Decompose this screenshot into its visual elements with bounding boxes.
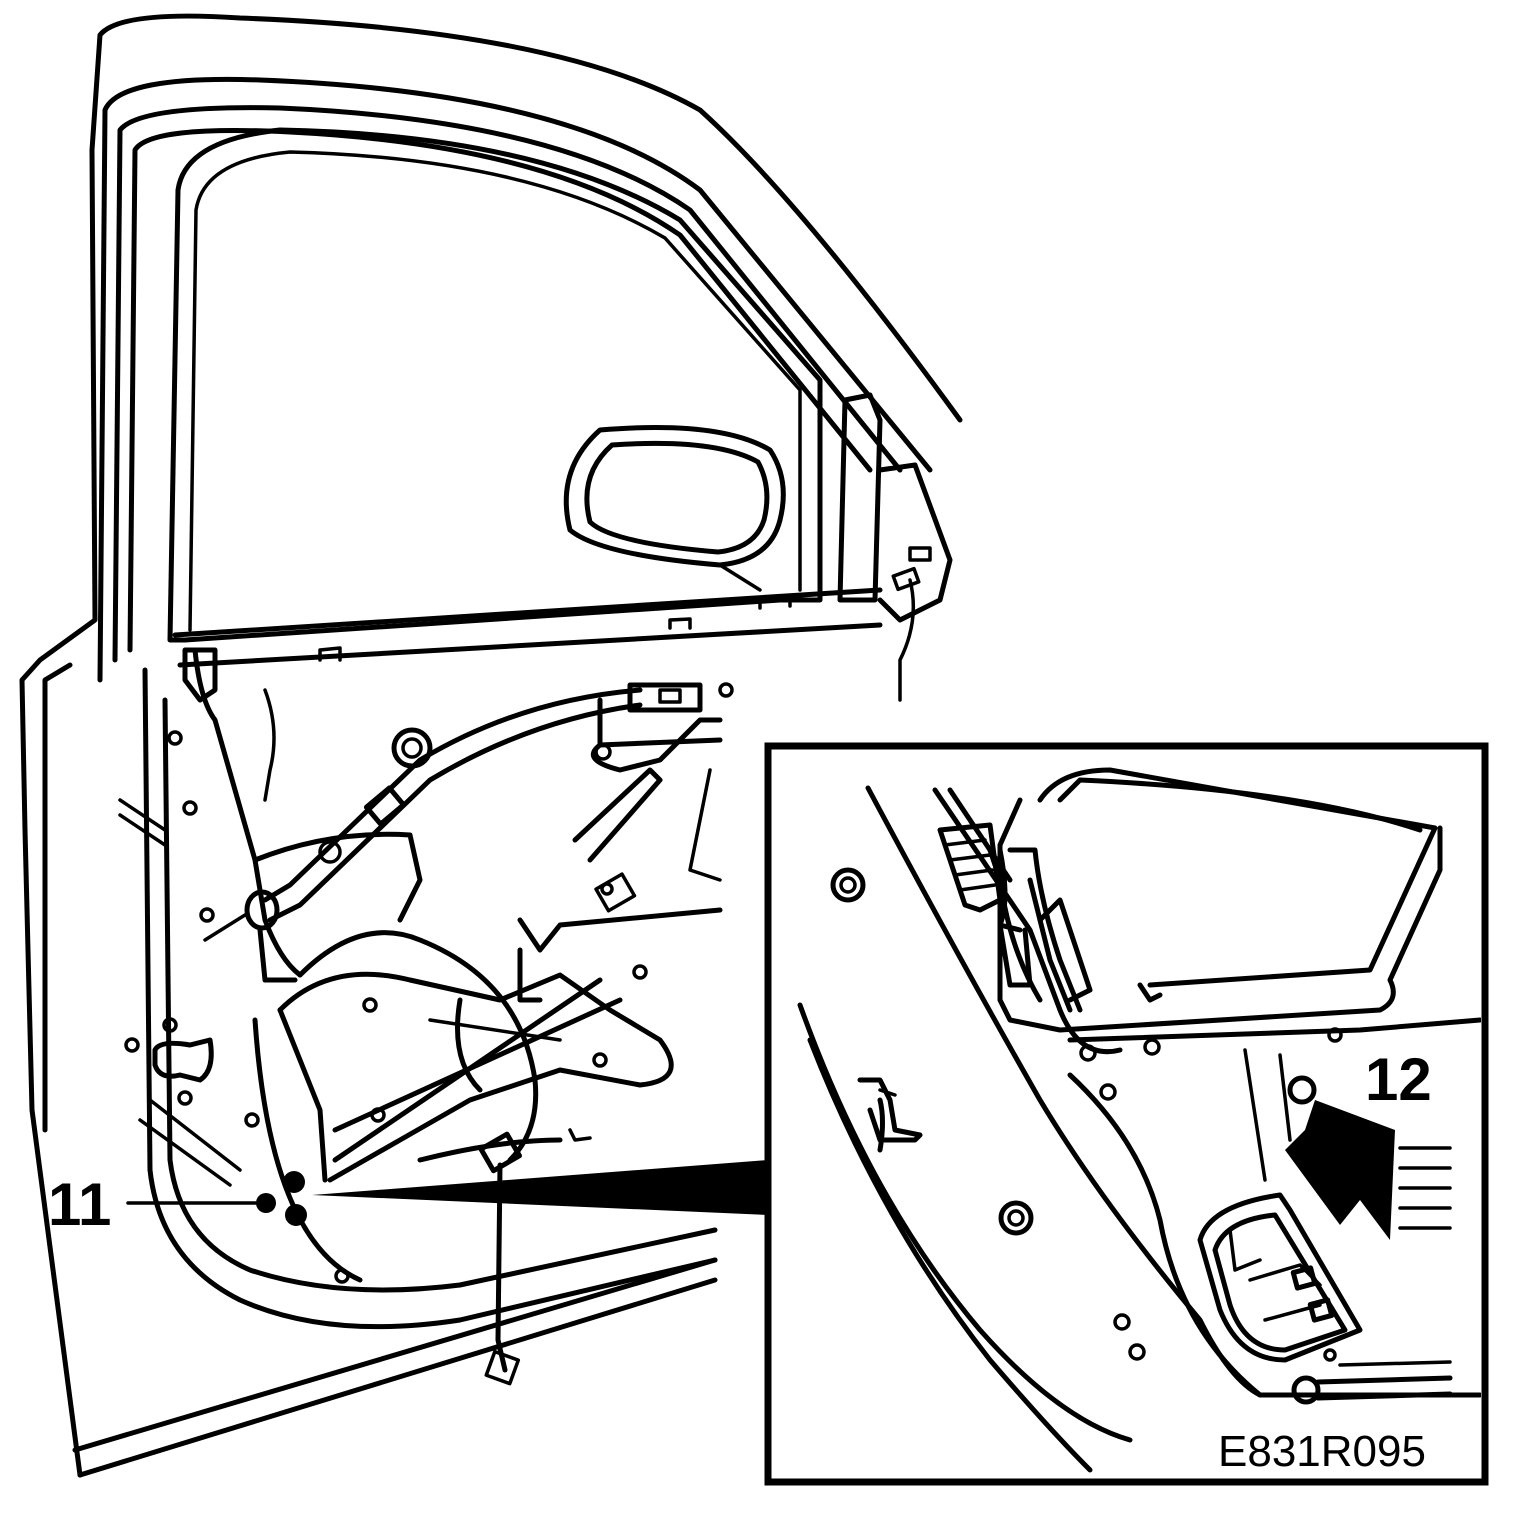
detail-inset: 12 E831R095	[764, 742, 1489, 1486]
fastener-dot	[285, 1204, 307, 1226]
zoom-wedge	[312, 1160, 768, 1215]
callout-11: 11	[48, 1171, 111, 1238]
fastener-dot	[283, 1171, 305, 1193]
inset-frame	[764, 742, 1489, 1486]
door-body	[19, 13, 963, 1478]
figure-code: E831R095	[1218, 1427, 1426, 1476]
fastener-dots	[256, 1171, 307, 1226]
fastener-dot	[256, 1193, 276, 1213]
callout-12: 12	[1365, 1046, 1432, 1113]
arrow-icon	[1285, 1100, 1395, 1240]
